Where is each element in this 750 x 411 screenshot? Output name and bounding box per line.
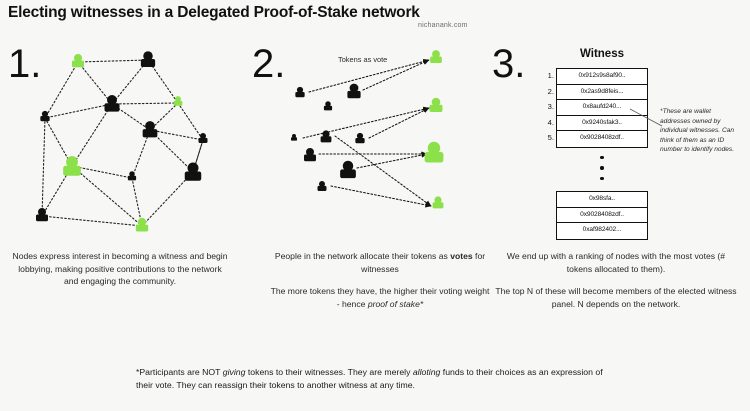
network-edge <box>71 103 113 167</box>
witness-address-row: 0x912s9s8af90.. <box>557 69 647 85</box>
vote-arrow <box>356 152 428 169</box>
network-edge <box>44 61 79 119</box>
panel-2-caption-p1: People in the network allocate their tok… <box>274 251 486 274</box>
network-edge <box>71 165 133 179</box>
network-edge <box>149 129 194 173</box>
panel-1-network-diagram <box>36 51 208 232</box>
voter-node <box>304 148 316 162</box>
voter-node <box>320 130 332 143</box>
network-edge <box>71 165 143 227</box>
caption-italic-proof-of-stake: proof of stake* <box>367 299 424 310</box>
step-number-2: 2. <box>252 42 286 86</box>
vertical-ellipsis-dots <box>556 156 648 187</box>
network-edge <box>41 117 46 217</box>
network-node-green <box>72 54 84 68</box>
panel-1-caption-p1: Nodes express interest in becoming a wit… <box>12 251 228 287</box>
witness-rank-1: 1. <box>547 71 554 80</box>
network-node-green <box>173 96 183 106</box>
annotation-leader-line <box>629 108 663 127</box>
caption-bold-votes: votes <box>450 251 473 261</box>
voter-node <box>317 181 327 191</box>
step-number-3: 3. <box>492 42 526 86</box>
network-node-black <box>184 162 202 181</box>
step-number-1: 1. <box>8 42 42 86</box>
witness-address-row: 0x9028408zdf.. <box>557 207 647 224</box>
network-node-black <box>40 110 50 122</box>
vote-arrow <box>308 58 430 93</box>
vote-arrow <box>302 106 430 139</box>
network-node-green <box>135 217 149 232</box>
page-title: Electing witnesses in a Delegated Proof-… <box>8 4 420 21</box>
footnote-italic-alloting: alloting <box>412 367 441 377</box>
network-edge <box>77 61 113 105</box>
network-edge <box>44 117 73 167</box>
network-node-black <box>36 208 48 222</box>
footnote-text: *Participants are NOT giving tokens to t… <box>136 367 603 391</box>
dot-icon <box>600 166 604 170</box>
network-edge <box>177 102 204 141</box>
witness-rank-column: 1. 2. 3. 4. 5. <box>538 68 554 146</box>
wallet-address-annotation: *These are wallet addresses owned by ind… <box>660 108 735 154</box>
witness-address-row: 0x9028408zdf.. <box>557 131 647 147</box>
witness-address-row: 0x2as9d8feis... <box>557 84 647 101</box>
witness-address-row: 0x98sfa.. <box>557 192 647 208</box>
network-node-black <box>127 171 137 181</box>
voter-node <box>323 101 333 111</box>
network-edge <box>77 59 149 63</box>
voter-node <box>295 86 305 98</box>
network-edge <box>131 177 143 227</box>
network-edge <box>111 59 149 105</box>
network-edge <box>149 129 204 141</box>
network-node-black <box>142 121 158 138</box>
dot-icon <box>600 156 604 160</box>
witness-address-row: 0x8aufd240... <box>557 100 647 116</box>
witness-address-table-top: 0x912s9s8af90..0x2as9d8feis...0x8aufd240… <box>556 68 648 148</box>
panel-2-caption-p2: The more tokens they have, the higher th… <box>270 286 490 310</box>
witness-address-table-bottom: 0x98sfa..0x9028408zdf..0xaf982402... <box>556 191 648 240</box>
attribution-text: nichanank.com <box>418 22 468 29</box>
witness-table-heading: Witness <box>580 48 624 60</box>
panel-2-caption: People in the network allocate their tok… <box>268 250 492 311</box>
tokens-as-vote-label: Tokens as vote <box>338 55 387 64</box>
network-node-black <box>198 133 208 143</box>
vote-arrow <box>362 59 430 91</box>
panel-3-caption: We end up with a ranking of nodes with t… <box>494 250 738 311</box>
panel-1-caption: Nodes express interest in becoming a wit… <box>12 250 228 288</box>
voter-node <box>291 134 297 141</box>
vote-arrow <box>330 185 432 208</box>
witness-rank-3: 3. <box>547 102 554 112</box>
voter-node <box>347 83 361 99</box>
network-edge <box>111 102 179 105</box>
witness-node <box>424 141 444 163</box>
vote-arrow <box>368 107 430 139</box>
witness-node <box>432 196 444 209</box>
voter-node <box>340 160 356 179</box>
network-node-black <box>104 95 120 112</box>
panel-2-voting-diagram: Tokens as vote <box>291 50 444 209</box>
network-node-black <box>140 51 156 68</box>
witness-rank-4: 4. <box>547 117 554 127</box>
witness-rank-5: 5. <box>547 133 554 143</box>
network-edge <box>131 129 151 179</box>
network-edge <box>44 103 113 119</box>
dot-icon <box>600 176 604 181</box>
panel-3-caption-p2: The top N of these will become members o… <box>495 286 737 310</box>
network-edge <box>141 171 194 227</box>
footnote-italic-giving: giving <box>222 367 246 377</box>
panel-3-caption-p1: We end up with a ranking of nodes with t… <box>506 251 726 274</box>
voter-node <box>355 132 365 144</box>
vote-arrow <box>334 135 432 207</box>
network-node-green <box>63 156 81 176</box>
witness-node <box>430 50 442 64</box>
network-edge <box>41 215 143 227</box>
network-edge <box>147 59 179 104</box>
witness-node <box>429 97 443 112</box>
witness-address-row: 0x9240sfak3.. <box>557 115 647 132</box>
witness-address-row: 0xaf982402... <box>557 223 647 239</box>
witness-rank-2: 2. <box>547 86 554 96</box>
